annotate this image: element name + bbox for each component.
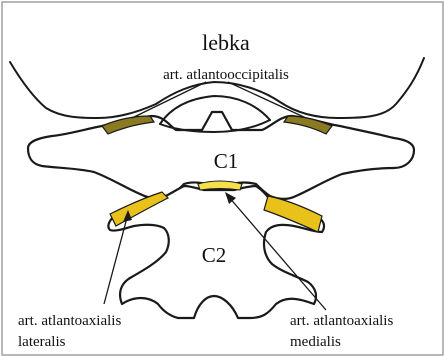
label-medial-line1: art. atlantoaxialis xyxy=(290,313,393,329)
label-medial-line2: medialis xyxy=(290,334,341,350)
label-c2: C2 xyxy=(202,243,227,267)
atlanto-axial-medial-joint xyxy=(198,181,242,190)
label-atlanto-occipital: art. atlantooccipitalis xyxy=(163,67,289,83)
label-c1: C1 xyxy=(214,149,239,173)
label-lateral-line1: art. atlantoaxialis xyxy=(18,313,121,329)
label-skull: lebka xyxy=(202,30,250,55)
label-lateral-line2: lateralis xyxy=(18,334,66,350)
